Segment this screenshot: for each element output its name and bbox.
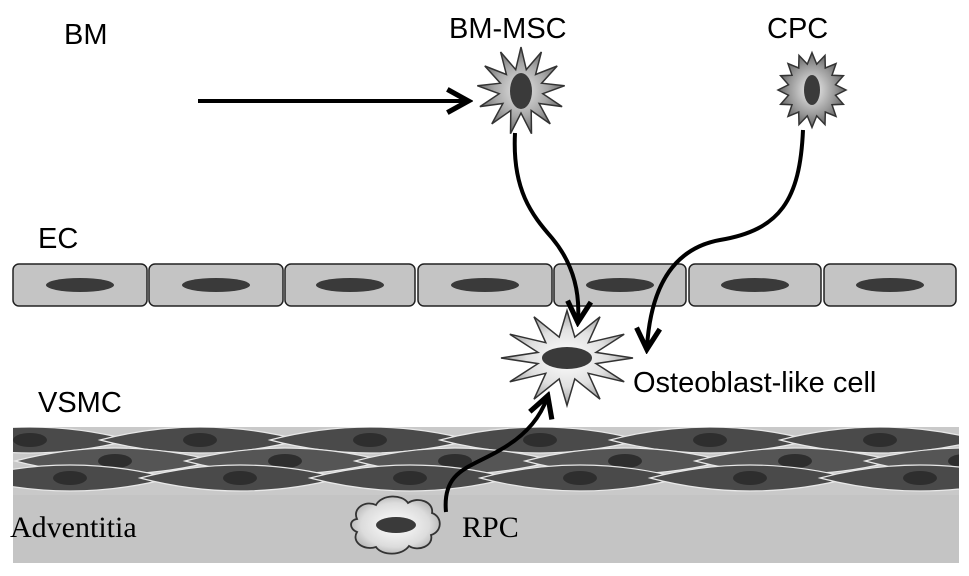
endothelial-cell xyxy=(148,263,284,307)
vsmc-cell xyxy=(477,464,683,492)
bm-msc-label: BM-MSC xyxy=(449,13,567,45)
vsmc-cell xyxy=(13,427,133,454)
vsmc-label: VSMC xyxy=(38,387,122,419)
cpc-to-osteoblast-arrow xyxy=(647,129,805,347)
rpc-label: RPC xyxy=(462,511,519,544)
adventitia-label: Adventitia xyxy=(10,511,137,544)
cpc-nucleus xyxy=(804,75,820,105)
rpc-to-osteoblast-arrow xyxy=(443,398,547,513)
endothelial-cell xyxy=(688,263,822,307)
vsmc-cell xyxy=(817,464,959,492)
cpc-label: CPC xyxy=(767,13,828,45)
endothelial-cell xyxy=(284,263,416,307)
endothelial-cell-layer xyxy=(12,263,957,307)
vsmc-cell-layer xyxy=(13,427,959,492)
vsmc-cell xyxy=(647,464,853,492)
osteoblast-label: Osteoblast-like cell xyxy=(633,367,876,399)
cpc-cell xyxy=(776,50,848,130)
osteoblast-nucleus xyxy=(542,347,592,369)
bm-label: BM xyxy=(64,19,108,51)
endothelial-cell xyxy=(823,263,957,307)
ec-label: EC xyxy=(38,223,78,255)
rpc-nucleus xyxy=(376,517,416,533)
bm-msc-cell xyxy=(477,46,565,135)
rpc-cell xyxy=(350,495,441,555)
osteoblast-like-cell xyxy=(500,307,634,409)
endothelial-cell xyxy=(553,263,687,307)
vsmc-cell xyxy=(137,464,343,492)
msc-to-osteoblast-arrow xyxy=(512,132,579,320)
endothelial-cell xyxy=(417,263,553,307)
bm-msc-nucleus xyxy=(510,73,532,109)
endothelial-cell xyxy=(12,263,148,307)
